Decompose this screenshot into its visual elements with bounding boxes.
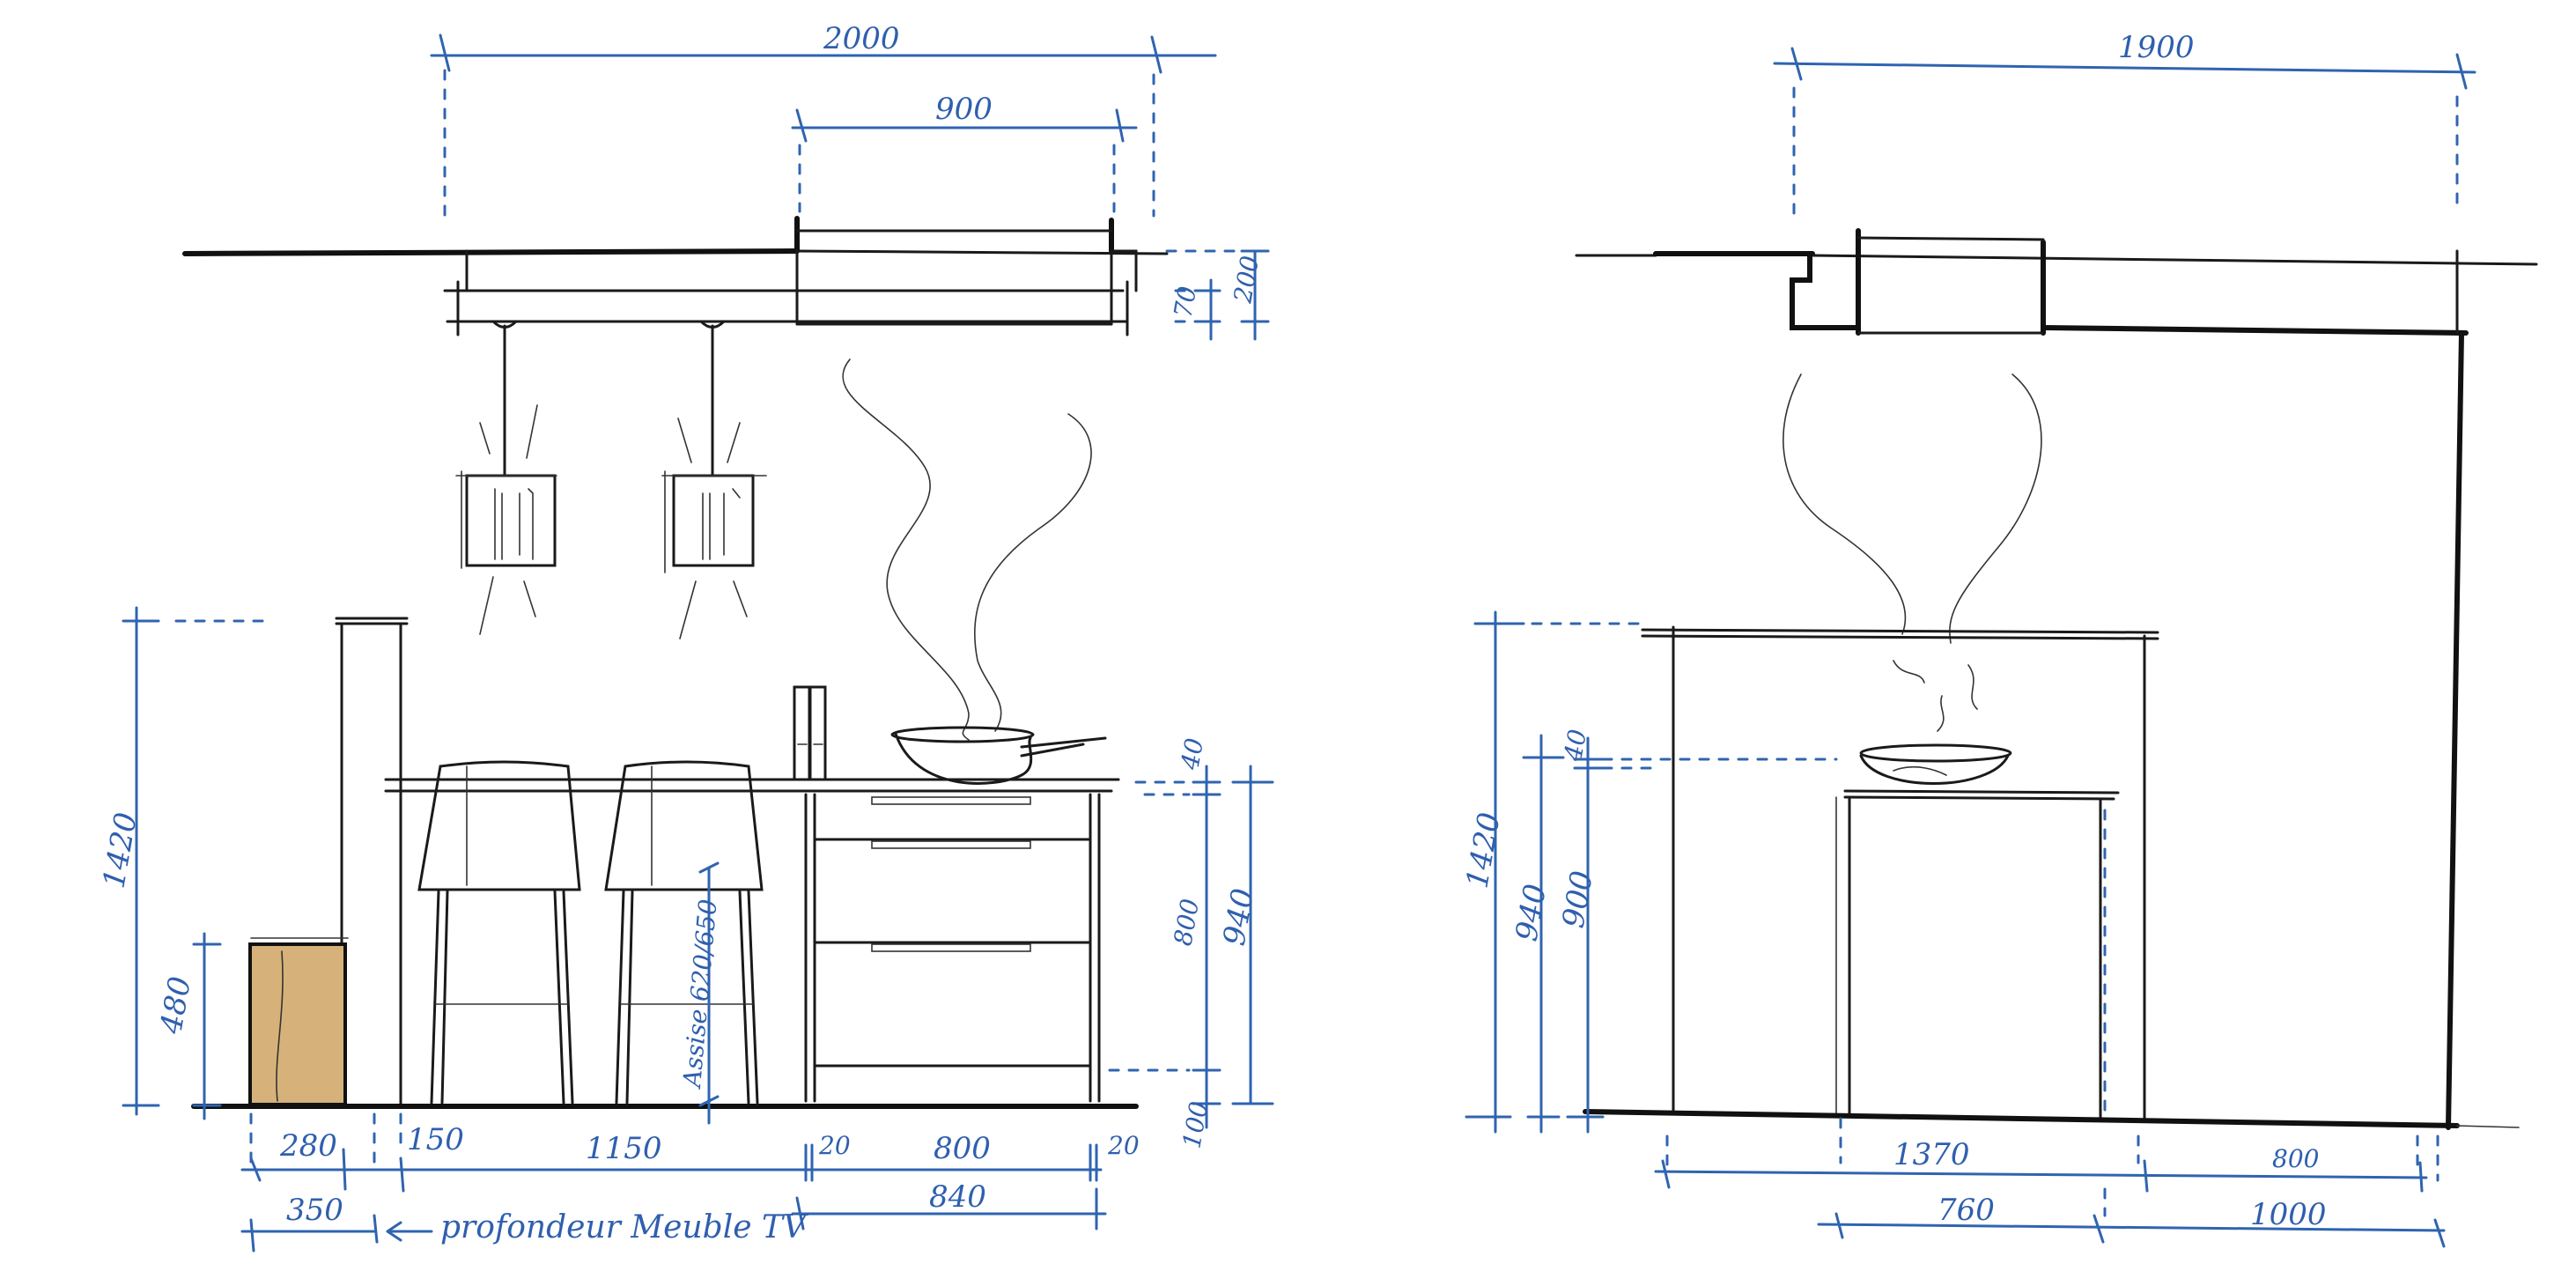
dim-label: 20 [818, 1131, 851, 1160]
dim-label: 800 [1168, 897, 1205, 948]
dim-overall-width-right: 1900 [1773, 30, 2476, 218]
wok-right [1859, 743, 2012, 785]
pendant-light-1 [455, 320, 557, 635]
floor-right [1583, 1109, 2460, 1128]
dim-label: 2000 [823, 21, 900, 56]
floor-extension [2456, 1125, 2520, 1128]
dim-label: 940 [1216, 886, 1261, 949]
note-label: profondeur Meuble TV [440, 1209, 809, 1245]
dim-label: 1150 [586, 1131, 662, 1166]
dim-label: 900 [1555, 868, 1600, 931]
dim-label: 40 [1175, 735, 1209, 772]
right-elevation: 1900 1420 940 900 40 1370 800 [1459, 30, 2538, 1248]
dim-label: 1420 [1459, 809, 1507, 891]
bar-stool-1 [417, 760, 581, 1105]
dim-label: 150 [407, 1122, 464, 1157]
dim-label: 900 [935, 92, 993, 127]
dim-overall-width-left: 2000 [430, 21, 1217, 218]
steam-left [842, 358, 1092, 741]
wok-left [890, 726, 1107, 785]
dim-cabinet-verticals: 40 800 940 100 [1108, 735, 1274, 1150]
dim-ceiling-drop: 70 200 [1165, 249, 1270, 341]
pendant-light-2 [661, 320, 767, 639]
left-elevation: 2000 900 70 200 1420 480 [96, 21, 1274, 1253]
base-cabinet-left [804, 793, 1101, 1103]
steam-right [1783, 373, 2042, 732]
dim-label: 100 [1177, 1099, 1214, 1150]
dim-label: 760 [1938, 1193, 1995, 1228]
island-cabinet-right [1835, 789, 2120, 1120]
tv-depth-note: profondeur Meuble TV [386, 1209, 809, 1245]
dim-label: 840 [929, 1179, 986, 1215]
dim-label: 480 [153, 974, 198, 1038]
dim-bottom-right-row-2: 760 1000 [1817, 1187, 2446, 1248]
dim-label: 70 [1168, 284, 1202, 320]
dim-label: 350 [286, 1193, 343, 1228]
dim-label: 1000 [2250, 1197, 2327, 1232]
bar-stool-2 [604, 760, 764, 1105]
ceiling-right [1575, 228, 2538, 1130]
dim-label: 200 [1228, 254, 1265, 306]
dim-label: 40 [1558, 727, 1592, 764]
dim-label: 940 [1509, 882, 1554, 944]
dim-hood-width: 900 [791, 92, 1138, 213]
dim-bottom-row-2: 350 840 [240, 1179, 1107, 1253]
pepper-mills [793, 685, 827, 781]
worktop-left [384, 778, 1120, 793]
dim-label: 800 [934, 1131, 991, 1166]
dim-label: 1900 [2118, 30, 2195, 65]
dim-bottom-row-1: 280 150 1150 20 800 20 [240, 1112, 1140, 1193]
dim-tv-unit-height: 480 [153, 932, 222, 1120]
dim-label: 280 [279, 1128, 337, 1164]
dim-label: 1370 [1893, 1137, 1970, 1172]
ceiling [182, 216, 1169, 336]
dim-label: 20 [1107, 1131, 1140, 1160]
dim-bottom-right-row-1: 1370 800 [1654, 1117, 2439, 1193]
dim-wall-height-left: 1420 [96, 606, 270, 1116]
dim-seat-height: Assise 620/650 [677, 861, 723, 1125]
tv-unit [248, 937, 349, 1106]
dim-verticals-right: 1420 940 900 40 [1459, 610, 1838, 1134]
dim-label: Assise 620/650 [677, 898, 723, 1090]
back-panel-right [1641, 625, 2159, 1120]
dim-label: 800 [2272, 1144, 2319, 1173]
